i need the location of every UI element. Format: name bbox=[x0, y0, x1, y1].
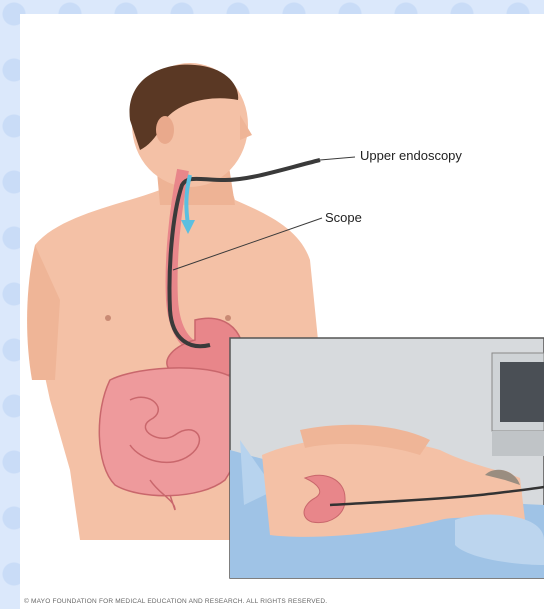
copyright-notice: © MAYO FOUNDATION FOR MEDICAL EDUCATION … bbox=[24, 598, 327, 605]
nipple-left bbox=[105, 315, 111, 321]
upper-endoscopy-label: Upper endoscopy bbox=[360, 148, 462, 163]
ear bbox=[156, 116, 174, 144]
scope-label: Scope bbox=[325, 210, 362, 225]
procedure-inset bbox=[230, 338, 544, 578]
upper-endoscopy-leader bbox=[320, 157, 355, 160]
nipple-right bbox=[225, 315, 231, 321]
